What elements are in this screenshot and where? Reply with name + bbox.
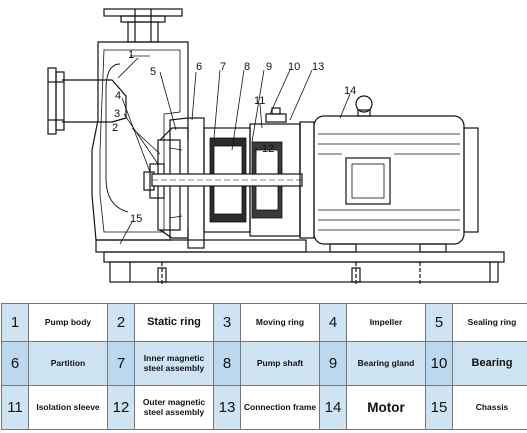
legend-number: 7: [107, 341, 135, 387]
legend-number: 8: [213, 341, 241, 387]
callout-3: 3: [114, 108, 120, 120]
callout-5: 5: [150, 66, 156, 78]
legend-label: Pump shaft: [240, 341, 320, 387]
legend-label: Static ring: [134, 302, 214, 343]
legend-label: Inner magnetic steel assembly: [134, 341, 214, 387]
legend-number: 2: [107, 302, 135, 343]
discharge-flange: [103, 8, 183, 43]
legend-row: 11 Isolation sleeve 12 Outer magnetic st…: [1, 385, 527, 430]
callout-8: 8: [244, 61, 250, 73]
legend-label: Bearing: [452, 341, 527, 387]
legend-number: 14: [319, 385, 347, 430]
legend-number: 12: [107, 385, 135, 430]
parts-legend-table: 1 Pump body 2 Static ring 3 Moving ring …: [1, 302, 527, 430]
legend-number: 13: [213, 385, 241, 430]
legend-number: 6: [1, 341, 29, 387]
callout-4: 4: [115, 90, 121, 102]
legend-label: Bearing gland: [346, 341, 426, 387]
legend-label: Chassis: [452, 385, 527, 430]
callout-1: 1: [128, 49, 134, 61]
legend-row: 6 Partition 7 Inner magnetic steel assem…: [1, 341, 527, 387]
callout-12: 12: [262, 143, 274, 155]
legend-label: Sealing ring: [452, 302, 527, 343]
callout-labels: 1 2 3 4 5 6 7 8 9 10 11 12 13 14 15: [112, 49, 356, 225]
legend-label: Connection frame: [240, 385, 320, 430]
callout-13: 13: [312, 61, 324, 73]
legend-label: Outer magnetic steel assembly: [134, 385, 214, 430]
pump-cross-section-diagram: 1 2 3 4 5 6 7 8 9 10 11 12 13 14 15: [47, 8, 505, 286]
motor: [299, 95, 479, 245]
legend-label: Motor: [346, 385, 426, 430]
legend-row: 1 Pump body 2 Static ring 3 Moving ring …: [1, 302, 527, 343]
callout-2: 2: [112, 122, 118, 134]
chassis: [95, 239, 505, 286]
frame-bolt: [265, 107, 287, 123]
legend-label: Moving ring: [240, 302, 320, 343]
legend-number: 4: [319, 302, 347, 343]
legend-number: 11: [1, 385, 29, 430]
callout-15: 15: [130, 213, 142, 225]
callout-6: 6: [196, 61, 202, 73]
legend-label: Partition: [28, 341, 108, 387]
legend-number: 9: [319, 341, 347, 387]
callout-7: 7: [220, 61, 226, 73]
legend-label: Impeller: [346, 302, 426, 343]
legend-label: Isolation sleeve: [28, 385, 108, 430]
leader-lines: [117, 55, 351, 245]
legend-number: 5: [425, 302, 453, 343]
callout-11: 11: [254, 95, 265, 107]
legend-number: 15: [425, 385, 453, 430]
suction-flange: [47, 67, 127, 135]
callout-9: 9: [266, 61, 272, 73]
callout-10: 10: [288, 61, 300, 73]
legend-label: Pump body: [28, 302, 108, 343]
legend-number: 10: [425, 341, 453, 387]
callout-14: 14: [344, 85, 356, 97]
legend-number: 3: [213, 302, 241, 343]
legend-number: 1: [1, 302, 29, 343]
